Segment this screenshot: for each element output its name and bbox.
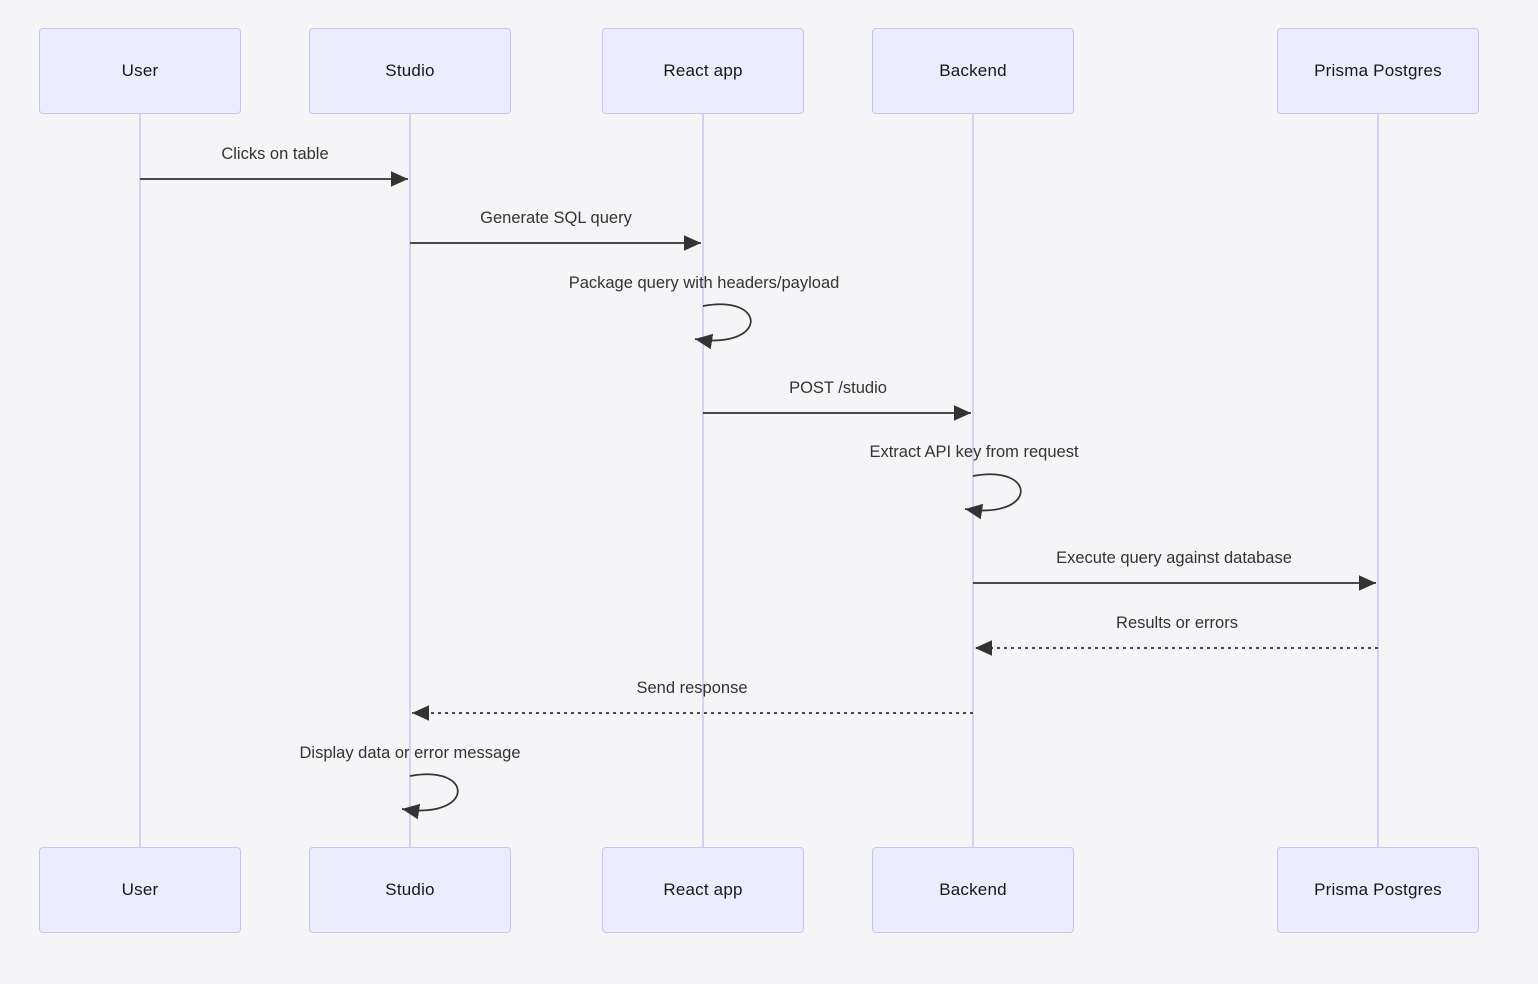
actor-box-backend-top: Backend (872, 28, 1074, 114)
actor-box-react-app-top: React app (602, 28, 804, 114)
actor-box-studio-top: Studio (309, 28, 511, 114)
message-label-execute-query: Execute query against database (1056, 549, 1292, 567)
message-label-results-or-errors: Results or errors (1116, 614, 1238, 632)
message-label-package-query: Package query with headers/payload (568, 274, 840, 292)
message-label-post-studio: POST /studio (789, 379, 887, 397)
actor-box-studio-bottom: Studio (309, 847, 511, 933)
actor-box-react-app-bottom: React app (602, 847, 804, 933)
actor-box-prisma-postgres-top: Prisma Postgres (1277, 28, 1479, 114)
actor-label: Backend (939, 61, 1007, 80)
self-loop-display-data (401, 773, 459, 820)
actor-label: React app (663, 880, 743, 899)
actor-box-user-bottom: User (39, 847, 241, 933)
actor-label: Studio (385, 880, 435, 899)
actor-box-user-top: User (39, 28, 241, 114)
message-label-extract-api-key: Extract API key from request (869, 443, 1079, 461)
actor-label: Prisma Postgres (1314, 880, 1442, 899)
actor-box-backend-bottom: Backend (872, 847, 1074, 933)
actor-label: Studio (385, 61, 435, 80)
self-loop-package-query (694, 303, 752, 350)
message-label-clicks-on-table: Clicks on table (221, 145, 329, 163)
message-label-display-data: Display data or error message (299, 744, 521, 762)
actor-label: User (121, 61, 159, 80)
actor-label: React app (663, 61, 743, 80)
message-label-generate-sql-query: Generate SQL query (480, 209, 632, 227)
message-label-send-response: Send response (636, 679, 748, 697)
actor-label: Backend (939, 880, 1007, 899)
actor-label: Prisma Postgres (1314, 61, 1442, 80)
actor-label: User (121, 880, 159, 899)
actor-box-prisma-postgres-bottom: Prisma Postgres (1277, 847, 1479, 933)
self-loop-extract-api-key (964, 473, 1022, 520)
